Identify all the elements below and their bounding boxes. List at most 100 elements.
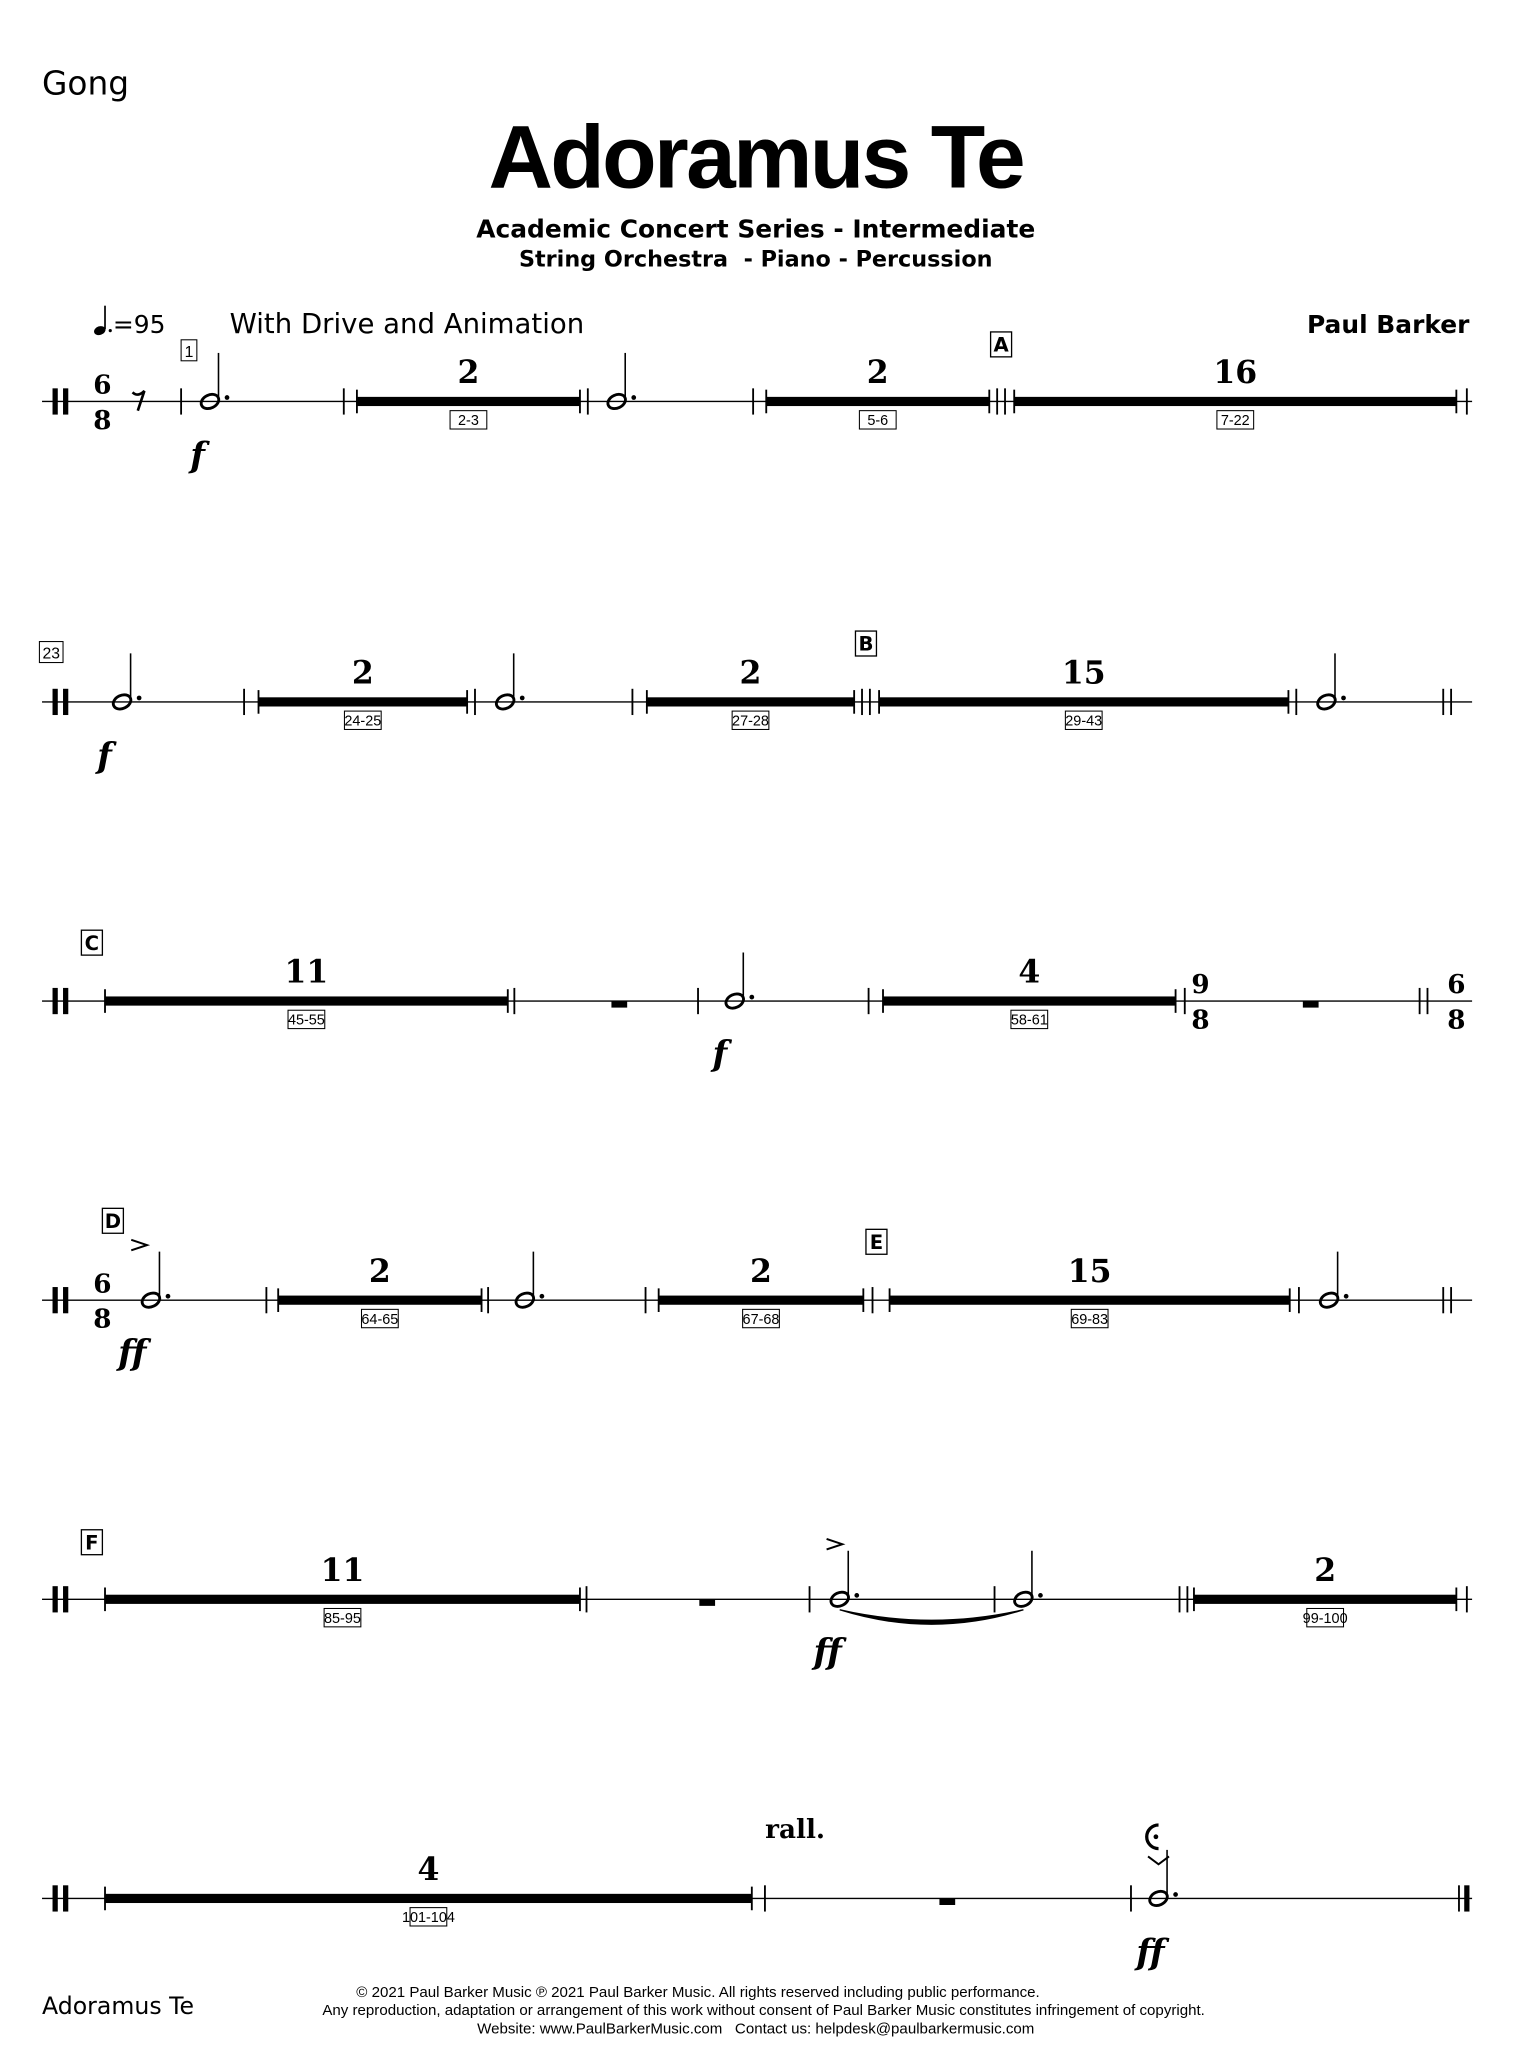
rehearsal-mark: E: [870, 1231, 883, 1254]
time-signature-top: 6: [1447, 969, 1465, 1000]
rest-bar: [1193, 1594, 1457, 1604]
eighth-rest-icon: [131, 390, 146, 412]
rest-range: 5-6: [867, 413, 888, 429]
multi-measure-rest: 11 45-55: [104, 954, 509, 1030]
rest-count: 11: [285, 954, 329, 991]
time-signature-top: 6: [93, 1268, 111, 1299]
rehearsal-mark: B: [858, 633, 873, 656]
rest-bar: [646, 697, 855, 707]
footer-contact: Website: www.PaulBarkerMusic.com Contact…: [477, 2021, 1034, 2038]
whole-rest: [611, 1001, 628, 1008]
dynamic-marking: ff: [116, 1333, 152, 1373]
multi-measure-rest: 224-25: [257, 655, 469, 730]
dotted-quarter-note-icon: [94, 305, 112, 336]
rest-range: 99-100: [1303, 1611, 1348, 1627]
rest-count: 2: [867, 354, 889, 391]
rest-count: 2: [750, 1253, 772, 1290]
measure-number: 23: [42, 646, 60, 663]
multi-measure-rest: 264-65: [277, 1253, 483, 1329]
rehearsal-box: [80, 1529, 104, 1556]
system-start-barline: [63, 1885, 69, 1912]
accent-icon: [826, 1538, 846, 1551]
time-signature-bottom: 8: [1191, 1005, 1209, 1036]
whole-rest: [939, 1898, 956, 1905]
range-box: [1070, 1308, 1109, 1329]
range-box: [1216, 410, 1255, 430]
fermata-icon: [1145, 1823, 1159, 1851]
system-start-barline: [63, 1287, 69, 1314]
augmentation-dot: [136, 695, 142, 701]
rest-range: 45-55: [288, 1013, 325, 1029]
rehearsal-box: [865, 1228, 888, 1255]
rest-count: 2: [1314, 1552, 1336, 1589]
augmentation-dot: [749, 994, 755, 1000]
dynamic-marking: ff: [811, 1633, 847, 1673]
dotted-half-note: [1318, 1251, 1349, 1309]
rehearsal-box: [989, 331, 1013, 358]
range-box: [1064, 710, 1103, 730]
fermata-dot: [1153, 1834, 1159, 1840]
dotted-half-note: [199, 352, 230, 411]
system-start-barline: [52, 1586, 58, 1613]
dotted-half-note: [1148, 1849, 1178, 1907]
rest-bar: [258, 697, 468, 707]
rest-bar: [105, 996, 508, 1006]
rall-marking: rall.: [765, 1814, 825, 1845]
augmentation-dot: [854, 1593, 860, 1598]
rest-range: 7-22: [1221, 413, 1250, 429]
multi-measure-rest: 2 99-100: [1193, 1552, 1458, 1628]
system-start-barline: [63, 388, 69, 415]
rehearsal-mark: C: [85, 932, 99, 955]
rehearsal-mark: F: [85, 1531, 98, 1554]
accent-icon: [130, 1238, 151, 1252]
series-subtitle: Academic Concert Series - Intermediate: [476, 214, 1035, 243]
multi-measure-rest: 16 7-22: [1013, 354, 1458, 430]
dotted-half-note: [111, 653, 142, 711]
dynamic-marking: f: [95, 737, 117, 777]
system-start-barline: [63, 1586, 69, 1613]
augmentation-dot: [1173, 1892, 1178, 1897]
multi-measure-rest: 267-68: [657, 1253, 865, 1329]
system-start-barline: [52, 688, 58, 716]
time-signature-top: 6: [93, 370, 111, 401]
dynamic-marking: ff: [1134, 1933, 1170, 1973]
whole-rest: [699, 1599, 716, 1606]
measure-number-box: [180, 339, 198, 362]
final-barline: [1464, 1885, 1470, 1912]
dotted-half-note: [724, 952, 755, 1010]
rest-range: 24-25: [344, 714, 381, 730]
rest-count: 15: [1068, 1253, 1112, 1290]
footer-title: Adoramus Te: [42, 1992, 194, 2020]
augmentation-dot: [539, 1293, 545, 1299]
rest-range: 85-95: [324, 1611, 361, 1627]
rehearsal-box: [101, 1207, 125, 1234]
rest-count: 2: [457, 354, 479, 391]
expression-text: With Drive and Animation: [230, 308, 585, 340]
dotted-half-note: [1316, 653, 1346, 711]
augmentation-dot: [631, 395, 637, 400]
range-box: [343, 710, 382, 730]
rest-bar: [278, 1295, 482, 1305]
dotted-half-note: [514, 1251, 545, 1309]
range-box: [1306, 1607, 1345, 1628]
tie: [839, 1609, 1024, 1625]
dotted-half-note: [494, 653, 525, 711]
rest-range: 27-28: [732, 714, 769, 730]
rest-bar: [105, 1893, 752, 1904]
whole-rest: [1302, 1001, 1319, 1008]
systems: 681f22-325-6A167-2223f224-25227-28B1529-…: [38, 331, 1473, 1973]
augmentation-dot: [1343, 1293, 1349, 1299]
system-start-barline: [52, 1287, 58, 1314]
rest-count: 16: [1213, 354, 1257, 391]
range-box: [409, 1907, 448, 1927]
rehearsal-mark: D: [105, 1210, 121, 1233]
instrument-name: Gong: [42, 64, 129, 102]
footer-rights: Any reproduction, adaptation or arrangem…: [322, 2002, 1205, 2019]
dynamic-marking: f: [710, 1034, 732, 1074]
augmentation-dot: [224, 395, 230, 400]
